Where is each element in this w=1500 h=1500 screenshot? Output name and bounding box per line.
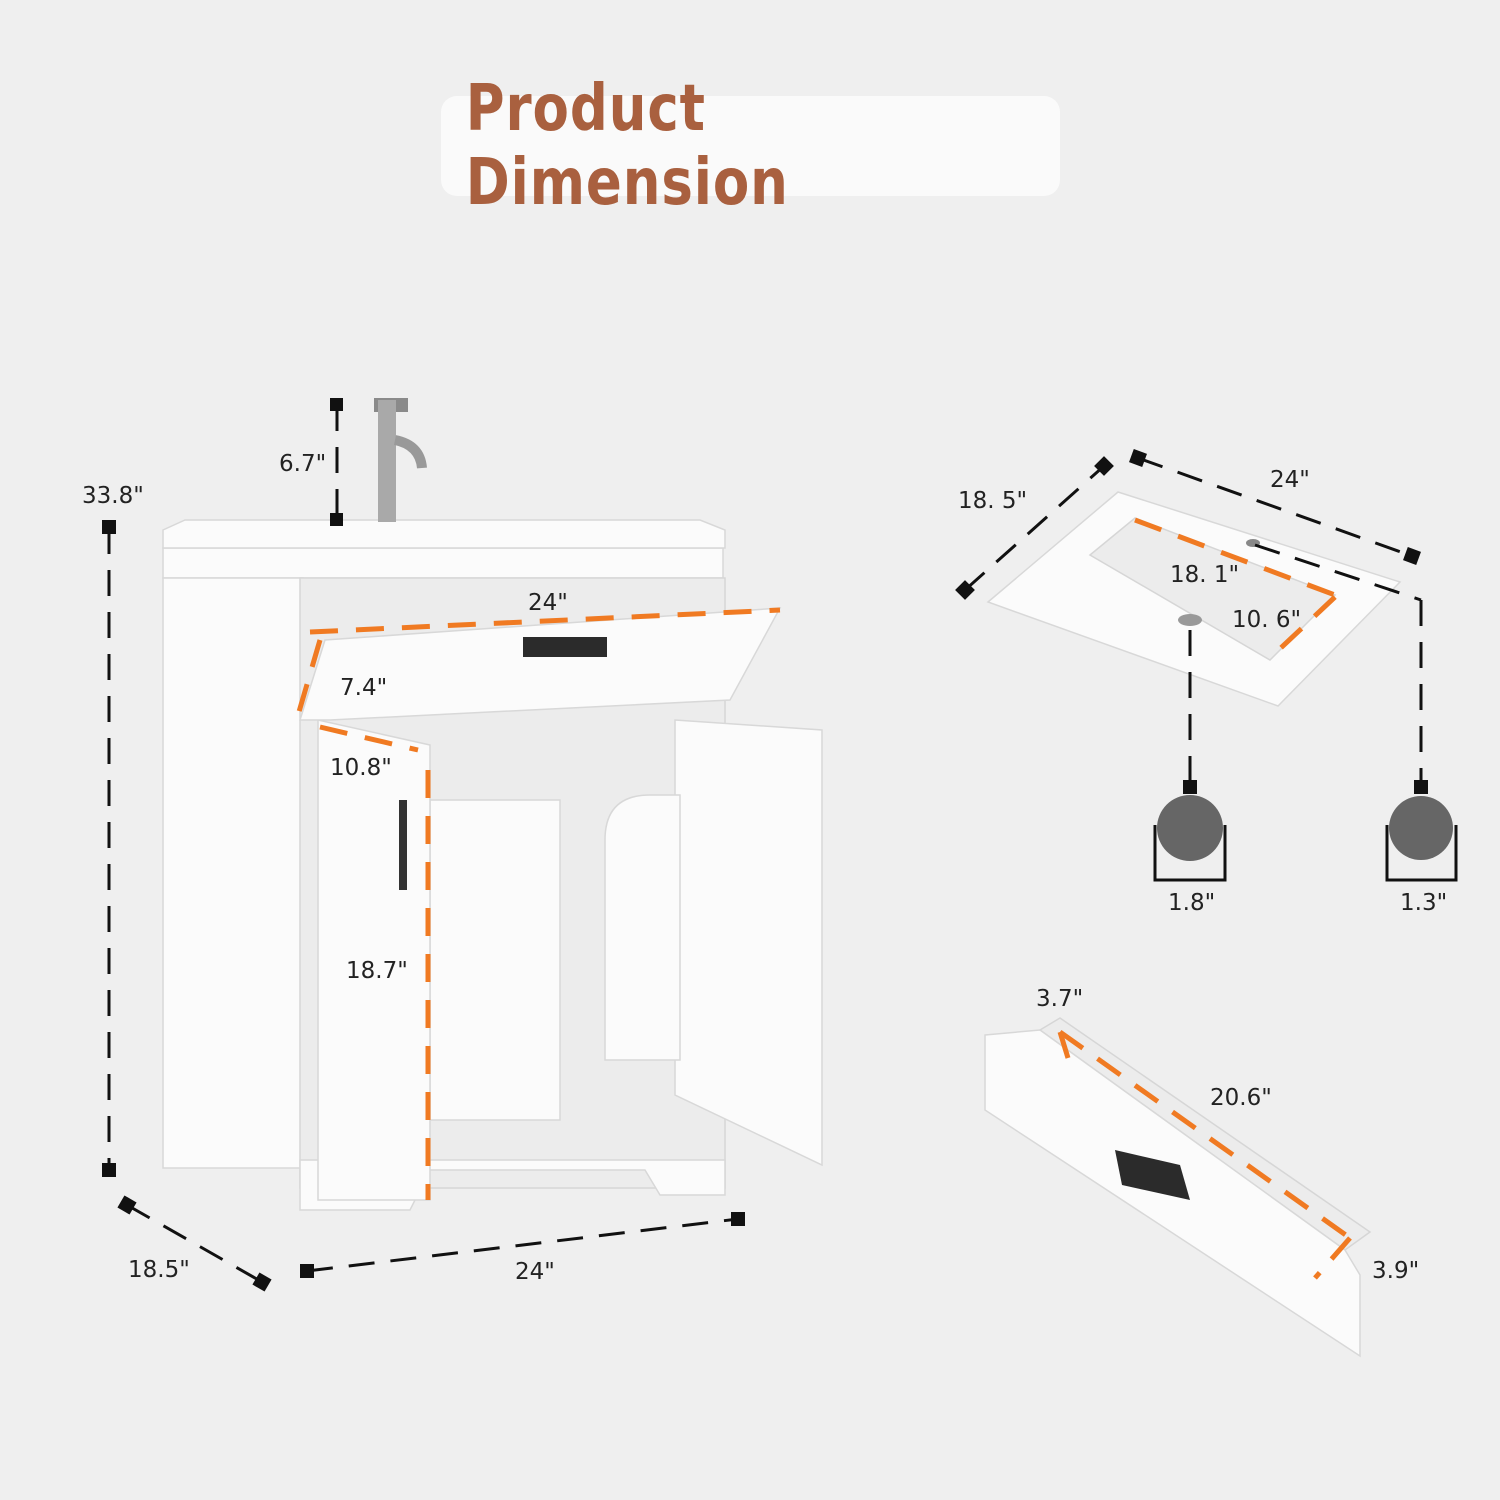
drawer-height-label: 7.4" (340, 675, 387, 701)
drain-diameter-label: 1.8" (1168, 890, 1215, 916)
sink-width-label: 24" (1270, 467, 1310, 493)
width-label: 24" (515, 1259, 555, 1285)
vanity-illustration (162, 398, 823, 1211)
sink-top (162, 519, 726, 549)
drawer-height-label: 3.9" (1372, 1258, 1419, 1284)
drawer-length-label: 20.6" (1210, 1085, 1272, 1111)
faucet-hole-diameter-label: 1.3" (1400, 890, 1447, 916)
drawer-illustration (984, 1017, 1372, 1358)
title-banner: Product Dimension (441, 72, 1060, 220)
total-height-label: 33.8" (82, 483, 144, 509)
sink-basin (1088, 517, 1337, 661)
drain-hole (1178, 614, 1202, 626)
right-door-shelf (604, 794, 681, 1061)
vanity-dimensions (102, 398, 781, 1292)
drawer-width-label: 24" (528, 590, 568, 616)
faucet-hole-diameter-circle (1389, 796, 1453, 860)
faucet-body (378, 400, 396, 522)
door-width-label: 10.8" (330, 755, 392, 781)
drawer-front (298, 607, 782, 721)
door-height-label: 18.7" (346, 958, 408, 984)
page-title: Product Dimension (465, 72, 789, 220)
side-panel (162, 577, 304, 1169)
left-door-handle (399, 800, 407, 890)
basin-width-label: 10. 6" (1232, 607, 1301, 633)
drain-diameter-circle (1157, 795, 1223, 861)
faucet-spout (393, 435, 427, 469)
sink-depth-label: 18. 5" (958, 488, 1027, 514)
inner-shelf (429, 799, 561, 1121)
drawer-depth-label: 3.7" (1036, 986, 1083, 1012)
faucet-height-label: 6.7" (279, 451, 326, 477)
countertop (162, 547, 724, 579)
drawer-handle (523, 637, 607, 657)
drawer-box-handle (1115, 1150, 1190, 1200)
basin-length-label: 18. 1" (1170, 562, 1239, 588)
right-door (674, 719, 823, 1167)
depth-label: 18.5" (128, 1257, 190, 1283)
sink-illustration (955, 449, 1458, 882)
